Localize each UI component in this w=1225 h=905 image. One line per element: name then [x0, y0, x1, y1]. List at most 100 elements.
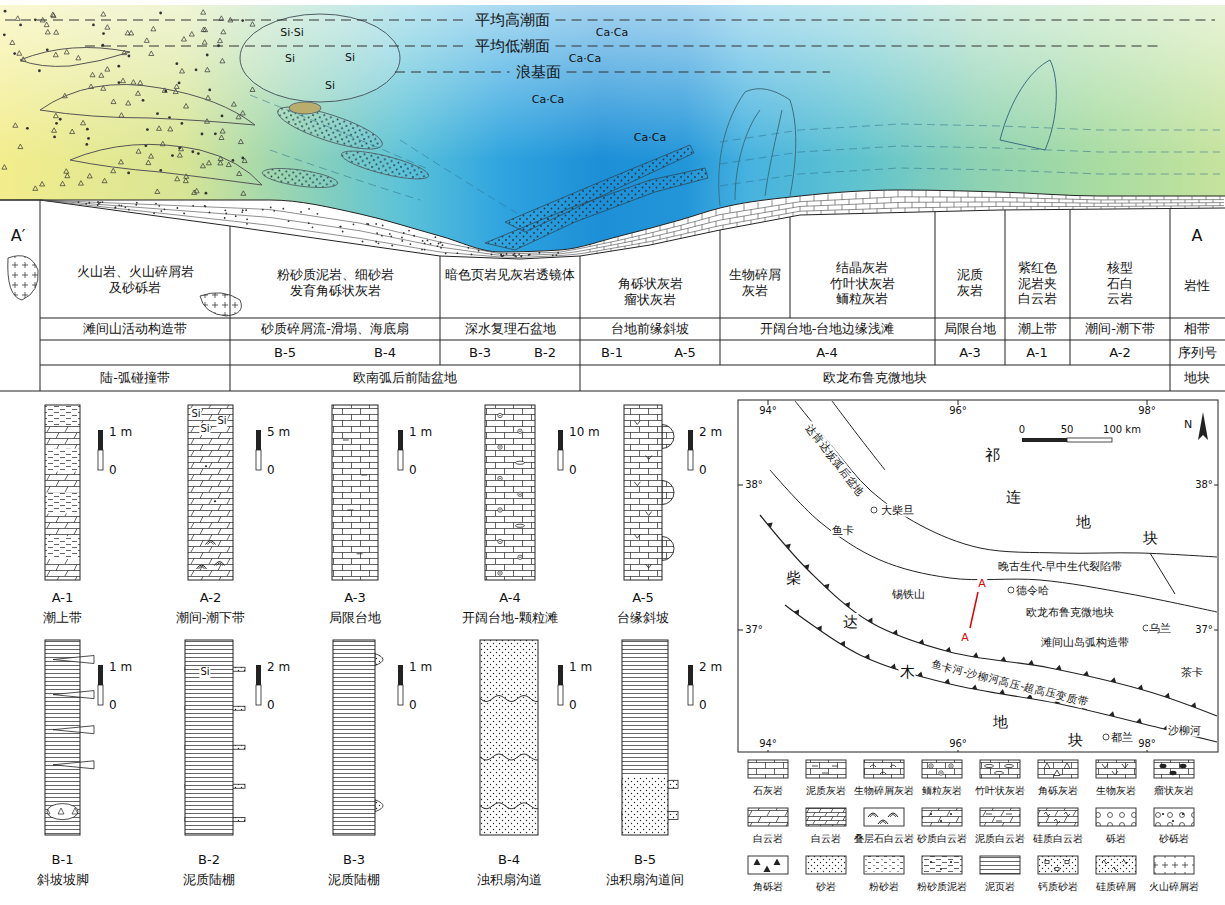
stratigraphic-column: [333, 640, 403, 835]
rock-strata: [604, 240, 605, 244]
location-map: [1103, 734, 1109, 740]
breccia-scatter: [53, 52, 58, 57]
rock-strata: [1031, 206, 1032, 209]
stratigraphic-column: [45, 640, 80, 835]
water-body: [0, 5, 1225, 252]
rock-strata: [115, 206, 117, 208]
rock-strata: [821, 211, 822, 215]
stratigraphic-column: [646, 564, 652, 568]
stratigraphic-column: [498, 539, 502, 543]
scale-label: Si: [199, 666, 210, 678]
rock-strata: [737, 223, 738, 227]
stratigraphic-column: [214, 500, 216, 502]
rock-strata: [1129, 200, 1130, 203]
stratigraphic-column: [45, 405, 80, 580]
breccia-scatter: [2, 165, 7, 170]
stratigraphic-column: [45, 405, 80, 426]
breccia-scatter: [159, 169, 162, 172]
rock-strata: [317, 213, 319, 215]
stratigraphic-column: [45, 405, 103, 580]
section-end-label: A: [977, 577, 987, 590]
rock-strata: [97, 201, 99, 203]
rock-strata: [877, 198, 878, 203]
scale-bar: [398, 665, 403, 705]
scale-bar: [688, 665, 693, 705]
scale-label: 10 m: [569, 425, 600, 439]
section-line: [970, 592, 978, 628]
rock-strata: [503, 254, 505, 256]
breccia-scatter: [45, 29, 50, 34]
legend-swatch: [864, 760, 904, 778]
lithology-cell: 岩性: [1184, 278, 1210, 294]
legend-swatch: [922, 760, 962, 778]
legend-swatch: [940, 772, 941, 773]
block-cell: 欧南弧后前陆盆地: [353, 370, 457, 386]
breccia-scatter: [54, 30, 59, 35]
breccia-scatter: [184, 104, 189, 109]
breccia-scatter: [70, 129, 75, 134]
rock-strata: [288, 220, 290, 222]
scale-label: 1 m: [109, 425, 132, 439]
rock-strata: [639, 244, 640, 247]
rock-strata: [961, 207, 962, 211]
legend-text: 鲕粒灰岩: [922, 785, 962, 797]
legend-swatch: [1064, 763, 1070, 769]
rock-strata: [730, 218, 731, 223]
facies-cell: 台地前缘斜坡: [611, 321, 689, 337]
column-panel: B-5浊积扇沟道间: [601, 640, 689, 890]
column-facies: 浊积扇沟道: [477, 870, 542, 890]
volcanic-body: [200, 293, 241, 316]
rock-strata: [835, 210, 836, 214]
breccia-scatter: [101, 12, 106, 16]
breccia-scatter: [220, 129, 225, 134]
rock-strata: [1080, 203, 1081, 207]
legend-swatch: [1054, 770, 1060, 776]
rock-strata: [97, 204, 99, 206]
legend-swatch: [980, 808, 1020, 826]
rock-strata: [1143, 206, 1144, 209]
legend-swatch: [864, 760, 904, 778]
breccia-scatter: [121, 78, 126, 83]
legend-swatch: [806, 760, 846, 778]
table-grid: [1005, 318, 1006, 365]
breccia-scatter: [33, 186, 38, 191]
siliceous-lens: [240, 14, 400, 102]
rock-strata: [401, 236, 403, 238]
table-grid: [935, 318, 936, 365]
stratigraphic-column: [499, 509, 500, 510]
legend-swatch: [1154, 856, 1194, 874]
scale-bar: [256, 665, 261, 685]
rock-strata: [604, 247, 605, 250]
cross-section: [0, 5, 1225, 316]
column-panel: B-1斜坡坡脚: [32, 640, 94, 890]
location-map: [1136, 718, 1142, 724]
table-grid: [230, 226, 231, 318]
map-label: 达: [842, 613, 859, 631]
breccia-scatter: [156, 112, 159, 115]
table-grid: [40, 340, 1225, 341]
legend-swatch: [1038, 808, 1078, 826]
breccia-scatter: [87, 173, 92, 178]
breccia-scatter: [18, 144, 23, 149]
rock-strata: [842, 205, 843, 210]
breccia-scatter: [17, 51, 22, 56]
stratigraphic-column: [45, 640, 80, 835]
rock-strata: [246, 218, 248, 220]
breccia-scatter: [180, 122, 183, 125]
rock-strata: [793, 212, 794, 216]
rock-strata: [1143, 200, 1144, 203]
scale-bar: [688, 450, 693, 470]
location-map: [816, 626, 821, 632]
breccia-scatter: [238, 139, 243, 144]
legend-swatch: [748, 760, 788, 778]
location-map: [804, 564, 810, 570]
rock-strata: [716, 209, 717, 215]
legend-swatch: [986, 814, 992, 815]
breccia-scatter: [157, 126, 162, 130]
breccia-scatter: [218, 160, 223, 165]
breccia-scatter: [81, 120, 86, 125]
rock-strata: [744, 216, 745, 221]
rock-strata: [660, 225, 661, 230]
rock-strata: [772, 200, 773, 206]
